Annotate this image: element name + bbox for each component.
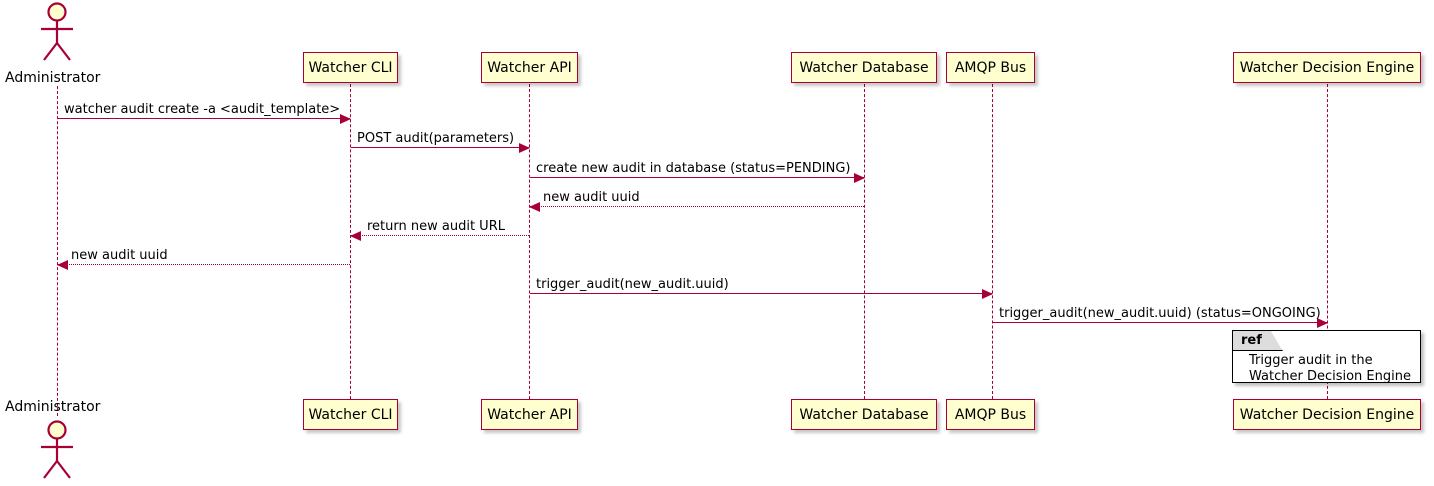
actor-administrator-bottom xyxy=(34,420,80,482)
ref-fragment-line-1: Trigger audit in the xyxy=(1249,353,1373,368)
actor-label-top: Administrator xyxy=(5,70,101,86)
message-arrow-4 xyxy=(529,202,864,212)
arrowhead-left-icon xyxy=(529,202,540,212)
message-arrow-5 xyxy=(350,231,529,241)
message-label-8: trigger_audit(new_audit.uuid) (status=ON… xyxy=(999,306,1321,321)
participant-box-watcher-database-bottom[interactable]: Watcher Database xyxy=(791,399,937,430)
arrowhead-left-icon xyxy=(350,231,361,241)
arrowhead-right-icon xyxy=(1317,318,1328,328)
message-label-7: trigger_audit(new_audit.uuid) xyxy=(536,277,729,292)
actor-administrator-top xyxy=(34,2,80,64)
lifeline-watcher-cli xyxy=(350,84,351,399)
participant-label: AMQP Bus xyxy=(954,59,1027,76)
message-label-5: return new audit URL xyxy=(367,219,505,234)
message-arrow-6 xyxy=(57,260,350,270)
participant-box-watcher-api-bottom[interactable]: Watcher API xyxy=(481,399,578,430)
message-arrow-7 xyxy=(530,289,993,299)
arrowhead-left-icon xyxy=(57,260,68,270)
lifeline-amqp-bus xyxy=(992,84,993,399)
participant-box-watcher-api-top[interactable]: Watcher API xyxy=(481,52,578,83)
participant-label: Watcher CLI xyxy=(308,406,393,423)
ref-fragment[interactable]: ref Trigger audit in the Watcher Decisio… xyxy=(1232,330,1421,384)
participant-label: AMQP Bus xyxy=(954,406,1027,423)
participant-label: Watcher CLI xyxy=(308,59,393,76)
message-label-6: new audit uuid xyxy=(71,248,168,263)
lifeline-administrator xyxy=(57,86,58,416)
message-label-2: POST audit(parameters) xyxy=(357,131,515,146)
ref-fragment-tab-label: ref xyxy=(1233,331,1283,351)
participant-label: Watcher Database xyxy=(799,406,929,423)
arrowhead-right-icon xyxy=(982,289,993,299)
message-arrow-2 xyxy=(351,143,530,153)
actor-label-bottom: Administrator xyxy=(5,399,101,415)
arrowhead-right-icon xyxy=(854,173,865,183)
participant-label: Watcher Database xyxy=(799,59,929,76)
ref-fragment-line-2: Watcher Decision Engine xyxy=(1249,369,1411,384)
participant-box-amqp-bus-bottom[interactable]: AMQP Bus xyxy=(946,399,1035,430)
lifeline-watcher-decision-engine xyxy=(1327,84,1328,399)
participant-label: Watcher Decision Engine xyxy=(1239,406,1415,423)
message-arrow-3 xyxy=(530,173,865,183)
message-arrow-1 xyxy=(58,114,351,124)
arrowhead-right-icon xyxy=(340,114,351,124)
participant-box-watcher-cli-top[interactable]: Watcher CLI xyxy=(303,52,398,83)
actor-stick-figure-icon xyxy=(41,2,73,61)
message-label-1: watcher audit create -a <audit_template> xyxy=(64,102,341,117)
participant-label: Watcher API xyxy=(487,406,572,423)
lifeline-watcher-database xyxy=(864,84,865,399)
message-label-3: create new audit in database (status=PEN… xyxy=(536,161,851,176)
participant-label: Watcher API xyxy=(487,59,572,76)
participant-box-watcher-decision-engine-top[interactable]: Watcher Decision Engine xyxy=(1233,52,1421,83)
message-arrow-8 xyxy=(993,318,1328,328)
message-label-4: new audit uuid xyxy=(543,190,640,205)
participant-box-watcher-cli-bottom[interactable]: Watcher CLI xyxy=(303,399,398,430)
participant-box-watcher-decision-engine-bottom[interactable]: Watcher Decision Engine xyxy=(1233,399,1421,430)
participant-box-amqp-bus-top[interactable]: AMQP Bus xyxy=(946,52,1035,83)
lifeline-watcher-api xyxy=(529,84,530,399)
participant-label: Watcher Decision Engine xyxy=(1239,59,1415,76)
actor-stick-figure-icon xyxy=(41,420,73,479)
participant-box-watcher-database-top[interactable]: Watcher Database xyxy=(791,52,937,83)
arrowhead-right-icon xyxy=(519,143,530,153)
